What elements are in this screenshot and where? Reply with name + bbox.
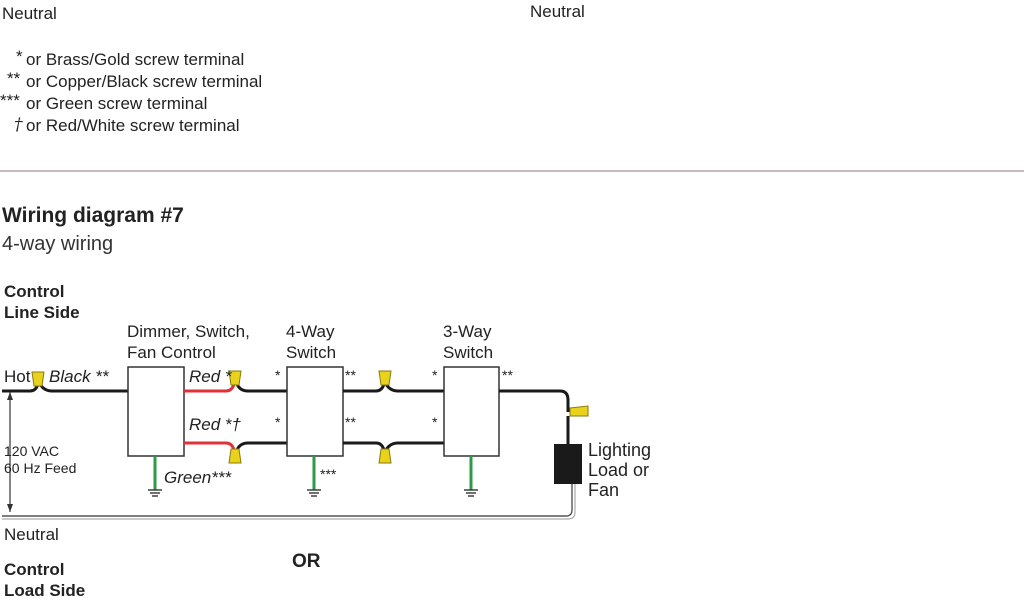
label-line: Fan Control	[127, 343, 216, 362]
legend-mark: ***	[0, 91, 20, 110]
red-wire-bottom-label: Red *†	[189, 415, 241, 434]
legend-text: or Brass/Gold screw terminal	[26, 50, 245, 69]
traveler-bottom-b	[343, 441, 386, 451]
terminal-mark: **	[345, 367, 356, 383]
red-wire-bottom	[184, 441, 236, 451]
legend-mark: *	[16, 47, 23, 66]
label-line: Control	[4, 282, 65, 301]
label-line: Load Side	[4, 581, 86, 600]
switch-leg-wire	[499, 389, 570, 412]
section-divider	[0, 170, 1024, 172]
feed-arrow-head-up	[7, 392, 13, 400]
terminal-mark: **	[502, 367, 513, 383]
neutral-wire	[2, 484, 573, 517]
traveler-bottom-c	[384, 441, 444, 451]
wire-nut	[228, 448, 242, 464]
wire-nut	[228, 370, 242, 386]
traveler-top-b	[343, 383, 386, 393]
label-line: Switch	[443, 343, 494, 362]
feed-label: 120 VAC 60 Hz Feed	[4, 443, 76, 477]
dimmer-device	[127, 366, 185, 457]
load-label: Lighting Load or Fan	[588, 440, 651, 500]
black-wire-label: Black **	[49, 367, 109, 386]
three-way-device	[443, 366, 500, 457]
neutral-label-left: Neutral	[2, 4, 57, 23]
label-line: Lighting	[588, 440, 652, 460]
dimmer-label: Dimmer, Switch, Fan Control	[127, 321, 250, 363]
neutral-label-bottom: Neutral	[4, 525, 59, 544]
load-box	[554, 444, 582, 484]
legend-mark: †	[14, 115, 23, 135]
label-line: Dimmer, Switch,	[127, 322, 250, 341]
ground-symbol	[307, 489, 321, 497]
legend-text: or Red/White screw terminal	[26, 116, 240, 135]
terminal-mark: *	[275, 414, 281, 430]
label-line: Line Side	[4, 303, 80, 322]
green-wire-label: Green***	[164, 468, 232, 487]
control-line-side-label: Control Line Side	[4, 281, 80, 323]
traveler-top-c	[384, 383, 444, 393]
label-line: 3-Way	[443, 322, 492, 341]
terminal-mark: **	[345, 414, 356, 430]
legend-text: or Green screw terminal	[26, 94, 208, 113]
label-line: 120 VAC	[4, 443, 59, 459]
label-line: 4-Way	[286, 322, 335, 341]
traveler-bottom-a	[235, 441, 287, 451]
ground-symbol	[464, 489, 478, 497]
wire-nut	[31, 371, 45, 387]
neutral-wire-inner	[2, 484, 576, 520]
terminal-mark: *	[432, 367, 438, 383]
four-way-label: 4-Way Switch	[286, 321, 336, 363]
label-line: Switch	[286, 343, 337, 362]
feed-arrow-head-down	[7, 504, 13, 512]
traveler-top-a	[235, 383, 287, 393]
terminal-mark: ***	[320, 466, 337, 482]
wire-nut	[378, 448, 392, 464]
ground-symbol	[148, 489, 162, 497]
terminal-mark: *	[275, 367, 281, 383]
diagram-title: Wiring diagram #7	[2, 204, 184, 227]
legend-text: or Copper/Black screw terminal	[26, 72, 263, 91]
neutral-label-center: Neutral	[530, 2, 585, 21]
label-line: Load or	[588, 460, 650, 480]
hot-label: Hot	[4, 367, 31, 386]
terminal-mark: *	[432, 414, 438, 430]
control-load-side-label: Control Load Side	[4, 559, 85, 601]
label-line: Fan	[588, 480, 620, 500]
wire-nut	[569, 405, 589, 417]
diagram-subtitle: 4-way wiring	[2, 233, 114, 255]
or-label: OR	[292, 551, 321, 572]
legend-mark: **	[7, 69, 21, 88]
wire-nut	[378, 370, 392, 386]
four-way-device	[286, 366, 344, 457]
label-line: 60 Hz Feed	[4, 460, 77, 476]
three-way-label: 3-Way Switch	[443, 321, 493, 363]
label-line: Control	[4, 560, 65, 579]
red-wire-top-label: Red *	[189, 367, 232, 386]
